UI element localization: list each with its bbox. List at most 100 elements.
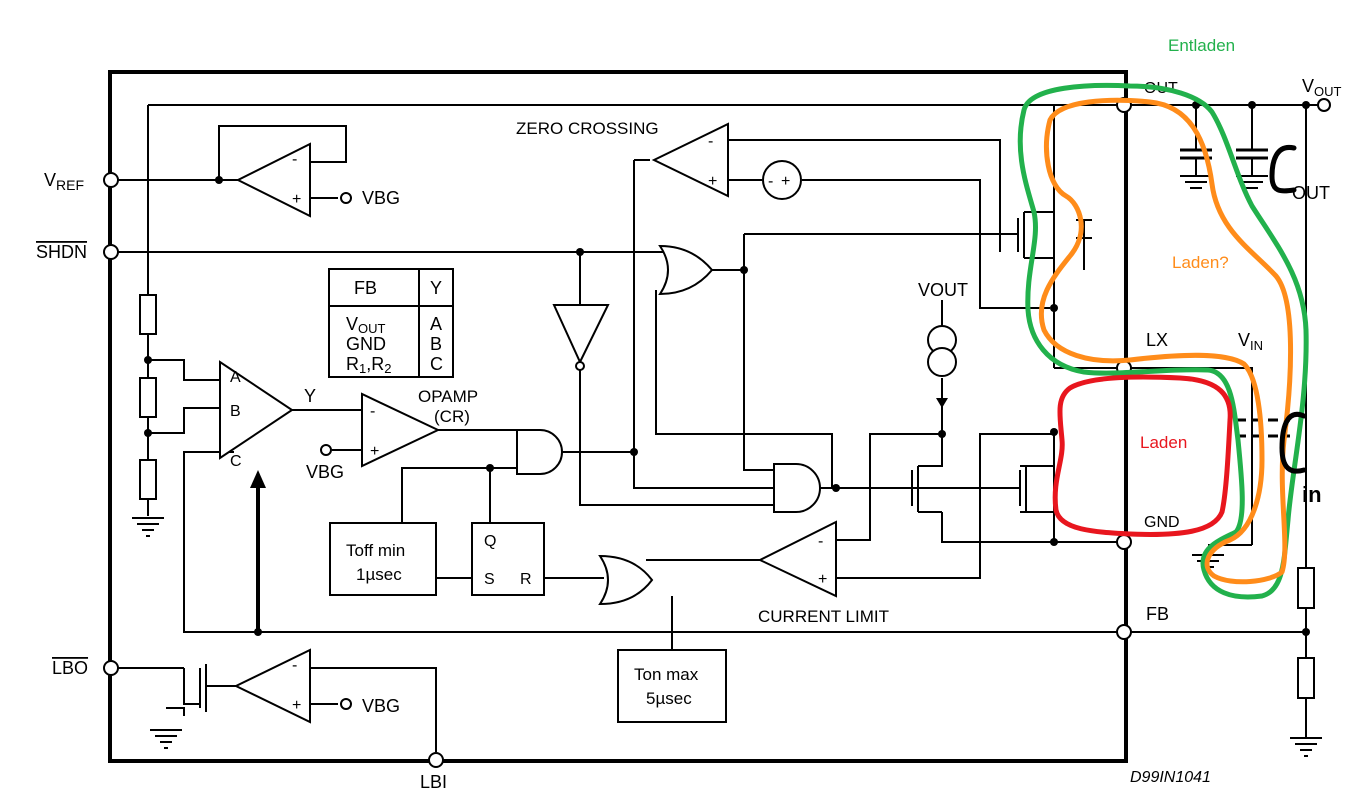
rs-latch: [471, 522, 545, 596]
resistors: [139, 294, 1315, 699]
c-out-letter-shape: [1269, 144, 1297, 194]
y-output-label: Y: [304, 386, 316, 406]
chip-outline: [108, 70, 1128, 763]
ton-value: 5µsec: [646, 689, 692, 708]
minus-sign: -: [370, 403, 375, 420]
toff-block: [329, 522, 437, 596]
mux-amplifier: [219, 360, 294, 460]
annotations: [1017, 82, 1309, 600]
table-cell: B: [430, 334, 442, 354]
red-loop: [1052, 374, 1233, 537]
table-cell: A: [430, 314, 442, 334]
latch-r-label: R: [520, 571, 532, 588]
opamp-cr: [361, 392, 441, 468]
inverter: [552, 304, 610, 371]
fb-pin: [1116, 624, 1132, 640]
vref-buffer-amp: [235, 142, 311, 218]
vin-label-sub: IN: [1250, 338, 1263, 353]
opamp-label: OPAMP: [418, 387, 478, 406]
vbg-terminal: [340, 698, 352, 710]
labels: VREF SHDN LBO LBI OUT VOUT LX VIN GND FB…: [36, 76, 1342, 792]
plus-sign: +: [708, 173, 717, 190]
current-limit-label: CURRENT LIMIT: [758, 607, 889, 626]
svg-text:+: +: [781, 173, 790, 190]
fb-label: FB: [1146, 604, 1169, 624]
plus-sign: +: [292, 191, 301, 208]
feedback-arrow: [250, 470, 266, 632]
nmos-main: [1019, 465, 1054, 513]
resistor: [1297, 657, 1315, 699]
svg-text:VOUT: VOUT: [346, 314, 386, 336]
table-cell: 1: [359, 361, 366, 376]
laden-question-label: Laden?: [1172, 253, 1229, 272]
table-cell: ,R: [366, 354, 384, 374]
table-header-fb: FB: [354, 278, 377, 298]
gnd-label: GND: [1144, 514, 1180, 531]
resistor: [1297, 567, 1315, 609]
resistor: [139, 294, 157, 335]
latch-q-label: Q: [484, 533, 496, 550]
table-cell: C: [430, 354, 443, 374]
and-gate-cr: [516, 429, 563, 475]
cr-label: (CR): [434, 407, 470, 426]
orange-loop: [1038, 97, 1294, 585]
vin-label: V: [1238, 330, 1250, 350]
pin-circles: [103, 97, 1331, 768]
lbo-pin: [103, 660, 119, 676]
nmos-sense: [911, 465, 942, 513]
vout-ext-pin: [1317, 98, 1331, 112]
input-capacitor: [1236, 418, 1290, 438]
table-cell: GND: [346, 334, 386, 354]
plus-sign: +: [292, 697, 301, 714]
latch-s-label: S: [484, 571, 495, 588]
wiring: [118, 104, 1318, 752]
lbo-comparator: [233, 648, 311, 724]
plus-sign: +: [818, 571, 827, 588]
lbi-pin: [428, 752, 444, 768]
table-header-y: Y: [430, 278, 442, 298]
vref-label: V: [44, 170, 56, 190]
svg-text:VOUT: VOUT: [1302, 76, 1342, 99]
minus-sign: -: [818, 533, 823, 550]
vbg-terminal: [320, 444, 332, 456]
lx-label: LX: [1146, 330, 1168, 350]
offset-source: - +: [762, 160, 802, 200]
capacitors: [1180, 148, 1290, 438]
ground-icon: [132, 517, 164, 537]
fb-table: FB Y VOUT A GND B R1,R2 C: [328, 268, 454, 378]
resistor: [139, 459, 157, 500]
minus-sign: -: [708, 133, 713, 150]
c-in-letter-shape: [1279, 411, 1307, 474]
vbg-label: VBG: [362, 188, 400, 208]
gnd-pin: [1116, 534, 1132, 550]
ground-icon: [1180, 175, 1212, 189]
svg-text:VREF: VREF: [44, 170, 84, 193]
lbo-nmos: [166, 664, 207, 716]
or-gate-top: [658, 244, 714, 296]
vbg-terminal: [340, 192, 352, 204]
vbg-label: VBG: [362, 696, 400, 716]
shdn-pin: [103, 244, 119, 260]
svg-text:R1,R2: R1,R2: [346, 354, 391, 376]
plus-sign: +: [370, 443, 379, 460]
vref-pin: [103, 172, 119, 188]
vbg-label: VBG: [306, 462, 344, 482]
minus-sign: -: [292, 657, 297, 674]
toff-label: Toff min: [346, 541, 405, 560]
pmos-sync: [1017, 211, 1092, 270]
ground-icon: [1290, 737, 1322, 757]
c-out-subscript: OUT: [1292, 183, 1330, 203]
output-capacitor: [1236, 148, 1268, 176]
entladen-label: Entladen: [1168, 36, 1235, 55]
drawing-id: D99IN1041: [1130, 769, 1211, 786]
vout-label: VOUT: [918, 280, 968, 300]
zero-crossing-comparator: [651, 122, 729, 198]
green-loop: [1017, 82, 1309, 600]
current-source: [927, 325, 957, 408]
c-in-subscript: in: [1302, 482, 1322, 507]
mux-input-a: A: [230, 369, 241, 386]
mux-input-c: C: [230, 453, 242, 470]
table-cell: R: [346, 354, 359, 374]
resistor: [139, 377, 157, 418]
